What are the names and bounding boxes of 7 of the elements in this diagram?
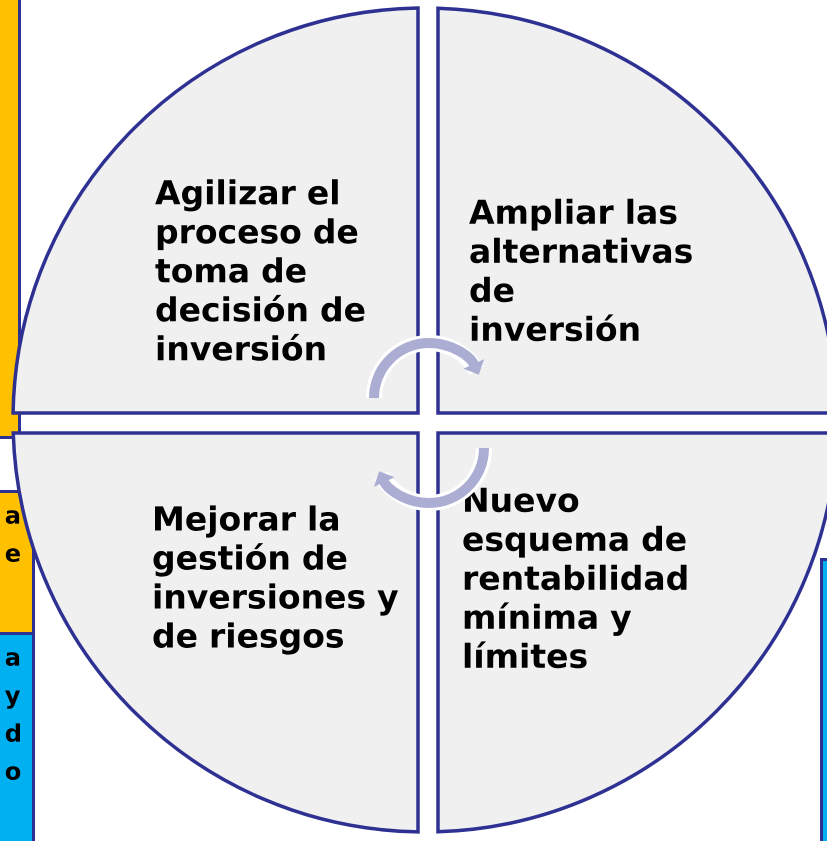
quadrant-segment: Agilizar el proceso de toma de decisión de inversión: [11, 6, 420, 415]
side-panel: [820, 558, 827, 841]
cycle-arrow: [374, 447, 492, 511]
side-panel: [0, 0, 21, 439]
quadrant-segment: Ampliar las alternativas de inversión: [436, 6, 827, 415]
side-panel: a y d o: [0, 632, 35, 841]
cycle-arrow: [366, 335, 484, 399]
